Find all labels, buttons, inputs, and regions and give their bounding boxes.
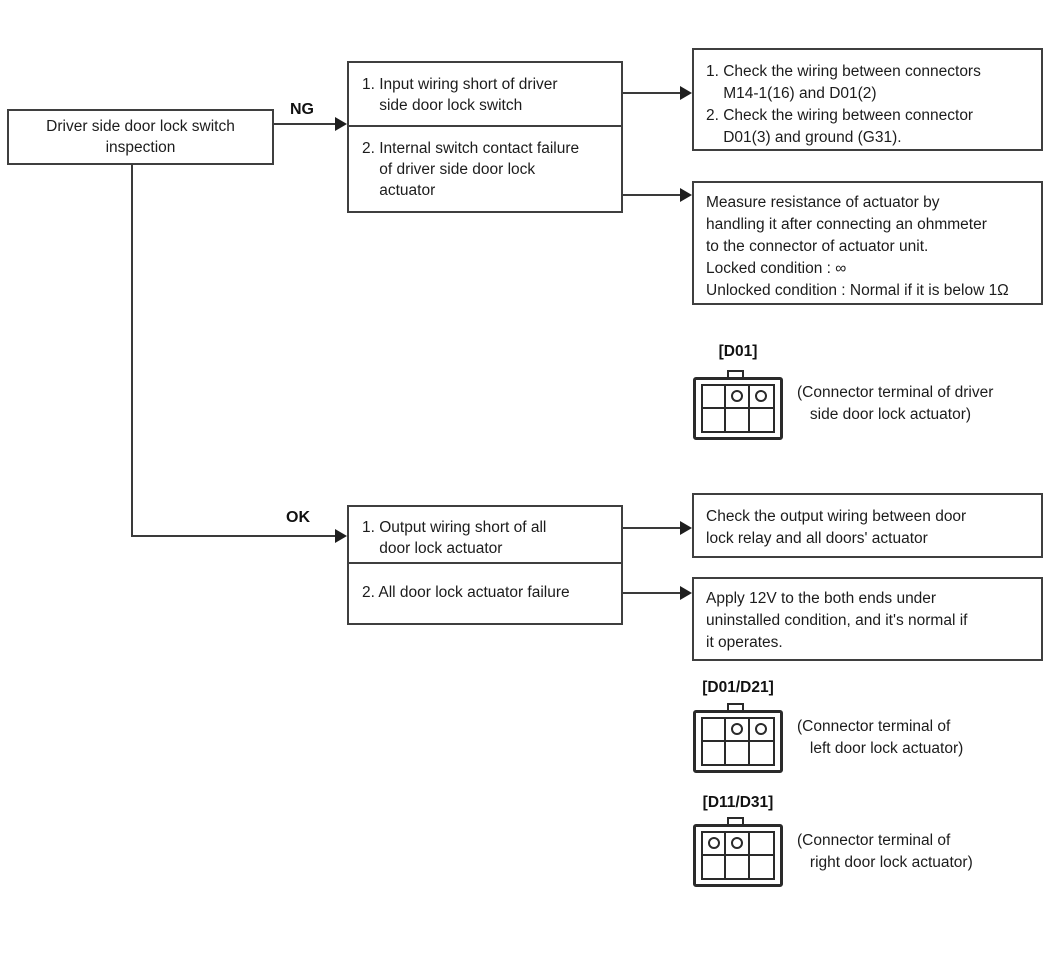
ng-cause-item-2: 2. Internal switch contact failure of dr… (349, 127, 621, 201)
connector-pin-grid (701, 717, 775, 766)
arrowhead-wiring-check-icon (680, 86, 692, 100)
start-box: Driver side door lock switch inspection (7, 109, 274, 165)
connector-d01-d21-label: [D01/D21] (702, 679, 774, 696)
connector-pin-icon (755, 390, 768, 403)
arrowhead-apply-12v-icon (680, 586, 692, 600)
text-line: 2. Internal switch contact failure (362, 140, 580, 157)
connector-d11-d31-label: [D11/D31] (702, 794, 774, 811)
text-line: M14-1(16) and D01(2) (706, 85, 877, 102)
ok-cause-item-2: 2. All door lock actuator failure (349, 564, 621, 603)
ng-label: NG (290, 101, 314, 118)
text-line: Unlocked condition : Normal if it is bel… (706, 282, 1009, 299)
wiring-check-box: 1. Check the wiring between connectors M… (692, 48, 1043, 151)
text-line: Locked condition : ∞ (706, 260, 847, 277)
arrowhead-output-wiring-icon (680, 521, 692, 535)
text-line: (Connector terminal of (797, 718, 951, 735)
apply-12v-box: Apply 12V to the both ends under uninstal… (692, 577, 1043, 661)
text-line: 1. Input wiring short of driver (362, 76, 558, 93)
connector-pin-icon (707, 837, 720, 850)
connector-d01-caption: (Connector terminal of driver side door … (797, 382, 993, 426)
resistance-check-box: Measure resistance of actuator by handlin… (692, 181, 1043, 305)
text-line: Check the output wiring between door (706, 508, 967, 525)
text-line: uninstalled condition, and it's normal i… (706, 612, 968, 629)
text-line: of driver side door lock (362, 161, 536, 178)
text-line: D01(3) and ground (G31). (706, 129, 902, 146)
text-line: 2. Check the wiring between connector (706, 107, 974, 124)
text-line: handling it after connecting an ohmmeter (706, 216, 987, 233)
arrowhead-resistance-icon (680, 188, 692, 202)
connector-pin-grid (701, 384, 775, 433)
arrow-line-resistance (623, 194, 681, 196)
ng-arrowhead-icon (335, 117, 347, 131)
ng-arrow-line (274, 123, 336, 125)
connector-pin-icon (730, 837, 743, 850)
ok-arrowhead-icon (335, 529, 347, 543)
text-line: lock relay and all doors' actuator (706, 530, 928, 547)
connector-d01-diagram (693, 370, 783, 440)
connector-pin-icon (755, 723, 768, 736)
connector-d01-label: [D01] (718, 343, 758, 360)
connector-pin-icon (730, 723, 743, 736)
text-line: right door lock actuator) (797, 854, 973, 871)
text-line: left door lock actuator) (797, 740, 964, 757)
text-line: 2. All door lock actuator failure (362, 584, 570, 601)
text-line: side door lock actuator) (797, 406, 972, 423)
arrow-line-output-wiring (623, 527, 681, 529)
connector-d11-d31-diagram (693, 817, 783, 887)
ng-causes-box: 1. Input wiring short of driver side doo… (347, 61, 623, 213)
arrow-line-apply-12v (623, 592, 681, 594)
ng-cause-item-1: 1. Input wiring short of driver side doo… (349, 63, 621, 127)
text-line: (Connector terminal of (797, 832, 951, 849)
connector-pin-grid (701, 831, 775, 880)
text-line: Apply 12V to the both ends under (706, 590, 937, 607)
text-line: door lock actuator (362, 540, 503, 557)
text-line: side door lock switch (362, 97, 523, 114)
ok-label: OK (286, 509, 310, 526)
output-wiring-box: Check the output wiring between door lock… (692, 493, 1043, 558)
connector-d01-d21-diagram (693, 703, 783, 773)
text-line: 1. Output wiring short of all (362, 519, 547, 536)
ok-branch-vertical-line (131, 164, 133, 537)
ok-causes-box: 1. Output wiring short of all door lock … (347, 505, 623, 625)
text-line: Driver side door lock switch (46, 118, 235, 135)
text-line: (Connector terminal of driver (797, 384, 994, 401)
text-line: Measure resistance of actuator by (706, 194, 940, 211)
text-line: inspection (105, 139, 176, 156)
arrow-line-wiring-check (623, 92, 681, 94)
text-line: actuator (362, 182, 436, 199)
text-line: to the connector of actuator unit. (706, 238, 929, 255)
connector-d11-d31-caption: (Connector terminal of right door lock a… (797, 830, 973, 874)
connector-d01-d21-caption: (Connector terminal of left door lock ac… (797, 716, 963, 760)
text-line: 1. Check the wiring between connectors (706, 63, 981, 80)
text-line: it operates. (706, 634, 783, 651)
connector-pin-icon (730, 390, 743, 403)
ok-cause-item-1: 1. Output wiring short of all door lock … (349, 507, 621, 564)
ok-arrow-line (131, 535, 336, 537)
